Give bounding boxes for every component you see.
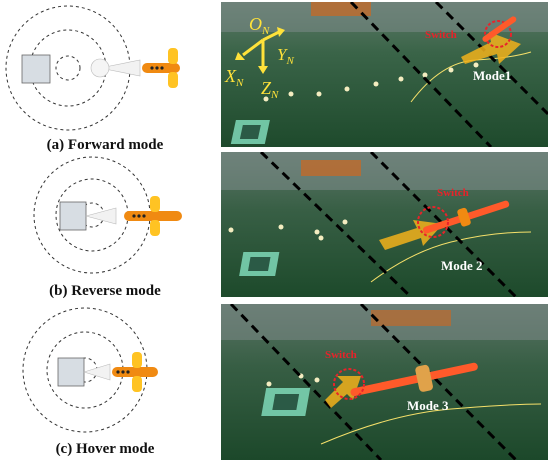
axis-origin-label: ON: [249, 14, 270, 37]
mode-label: Mode 2: [441, 258, 483, 273]
mode-label: Mode 3: [407, 398, 449, 413]
caption-reverse: (b) Reverse mode: [49, 283, 161, 299]
photo-reverse: Switch Mode 2: [221, 152, 548, 297]
robot-in-water: [350, 362, 478, 397]
mode-label: Mode1: [473, 68, 511, 83]
light-cone: [82, 363, 111, 381]
axes-frame: [235, 27, 285, 74]
schematic-forward: [5, 5, 180, 131]
switch-label: Switch: [425, 29, 457, 41]
switch-circle: [333, 368, 365, 400]
caption-hover: (c) Hover mode: [55, 441, 155, 457]
axis-z-label: ZN: [261, 78, 279, 101]
motion-arrow: [325, 376, 361, 408]
target-box: [57, 357, 85, 387]
photo-forward: ON YN XN ZN Switch Mode1: [221, 2, 548, 147]
motion-arrow: [461, 32, 521, 64]
robot-in-water: [482, 16, 517, 42]
caption-forward: (a) Forward mode: [46, 137, 164, 153]
schematic-hover: [22, 307, 158, 433]
robot-icon: [124, 196, 182, 236]
axis-y-label: YN: [277, 45, 294, 67]
axis-x-label: XN: [224, 66, 244, 89]
schematic-reverse: [33, 156, 182, 274]
robot-icon: [112, 352, 158, 392]
robot-icon: [142, 48, 180, 88]
target-box: [21, 54, 51, 84]
switch-label: Switch: [437, 187, 469, 199]
switch-label: Switch: [325, 349, 357, 361]
photo-hover: Switch Mode 3: [221, 304, 548, 460]
switch-circle: [417, 206, 449, 238]
light-cone: [84, 207, 117, 225]
inner-dashed-circle: [55, 55, 81, 81]
robot-in-water: [422, 200, 510, 234]
light-cone: [99, 59, 141, 77]
switch-circle: [484, 20, 512, 48]
target-box: [59, 201, 87, 231]
